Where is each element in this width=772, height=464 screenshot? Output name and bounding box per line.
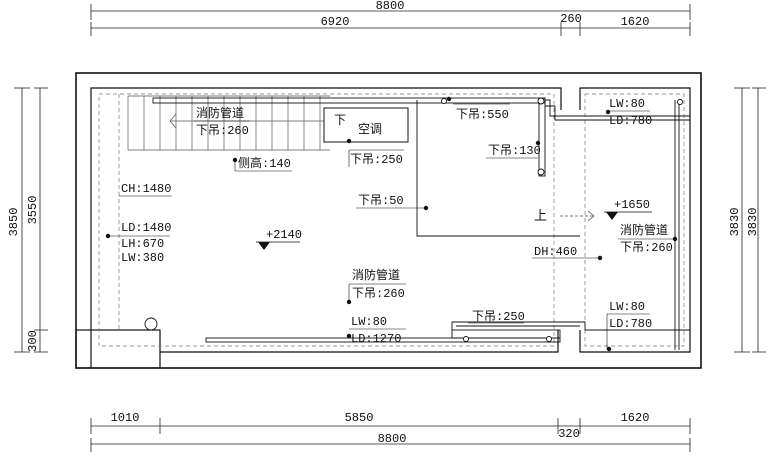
level-marker-main (256, 241, 300, 250)
stair-up-label: 上 (534, 209, 547, 224)
bottom-dimensions (90, 418, 691, 452)
ld-left-label: LD:1480 (121, 221, 171, 235)
ch-label: CH:1480 (121, 182, 171, 196)
dim-right-outer: 3830 (728, 208, 742, 237)
pipe-top (152, 97, 690, 177)
dim-bottom-c: 1620 (621, 411, 650, 425)
dim-bottom-a: 1010 (111, 411, 140, 425)
lw-bottom-right-label: LW:80 (609, 300, 645, 314)
pipe-bottom (205, 321, 690, 343)
fire-pipe-2-drop: 下吊:260 (352, 287, 405, 301)
ld-top-right-label: LD:780 (609, 114, 652, 128)
left-dimensions (14, 87, 48, 353)
drop-130-label: 下吊:130 (488, 144, 541, 158)
ac-unit (323, 107, 409, 143)
fire-pipe-1-label: 消防管道 (196, 105, 244, 120)
ac-down-label: 下 (334, 113, 346, 127)
ld-bottom-label: LD:1270 (351, 332, 401, 346)
side-height-label: 侧高:140 (238, 155, 291, 171)
fire-pipe-1-drop: 下吊:260 (196, 124, 249, 138)
fire-pipe-2-label: 消防管道 (352, 267, 400, 282)
walls (75, 72, 702, 369)
top-dimensions (90, 4, 691, 36)
ac-drop-label: 下吊:250 (350, 153, 403, 167)
ac-label: 空调 (358, 122, 382, 136)
dim-top-c: 1620 (621, 15, 650, 29)
dashed-outlines (98, 93, 685, 347)
lw-top-right-label: LW:80 (609, 97, 645, 111)
dim-top-total: 8800 (376, 0, 405, 13)
dim-left-inner: 3550 (26, 196, 40, 225)
drop-50-label: 下吊:50 (358, 194, 404, 208)
right-dimensions (734, 87, 766, 353)
dim-bottom-d: 320 (558, 427, 580, 441)
dim-top-b: 260 (560, 12, 582, 26)
staircase (127, 95, 330, 151)
fixture-marks (144, 97, 683, 342)
dim-bottom-b: 5850 (345, 411, 374, 425)
fire-pipe-right-label: 消防管道 (620, 222, 668, 237)
right-stair-outline (416, 100, 595, 237)
dim-left-outer: 3850 (7, 208, 21, 237)
dim-left-small: 300 (26, 330, 40, 352)
level-right-label: +1650 (614, 198, 650, 212)
dim-right-inner: 3830 (746, 208, 760, 237)
lw-bottom-label: LW:80 (351, 315, 387, 329)
lw-left-label: LW:380 (121, 251, 164, 265)
fire-pipe-right-drop: 下吊:260 (620, 241, 673, 255)
dh-label: DH:460 (534, 245, 577, 259)
leader-dots (105, 96, 678, 352)
drop-250-b-label: 下吊:250 (472, 310, 525, 324)
level-main-label: +2140 (266, 228, 302, 242)
dim-bottom-total: 8800 (378, 432, 407, 446)
dim-top-a: 6920 (321, 15, 350, 29)
drop-550-label: 下吊:550 (456, 108, 509, 122)
pipe-right-room (674, 100, 680, 350)
ld-bottom-right-label: LD:780 (609, 317, 652, 331)
level-marker-right (604, 211, 652, 220)
lh-left-label: LH:670 (121, 237, 164, 251)
